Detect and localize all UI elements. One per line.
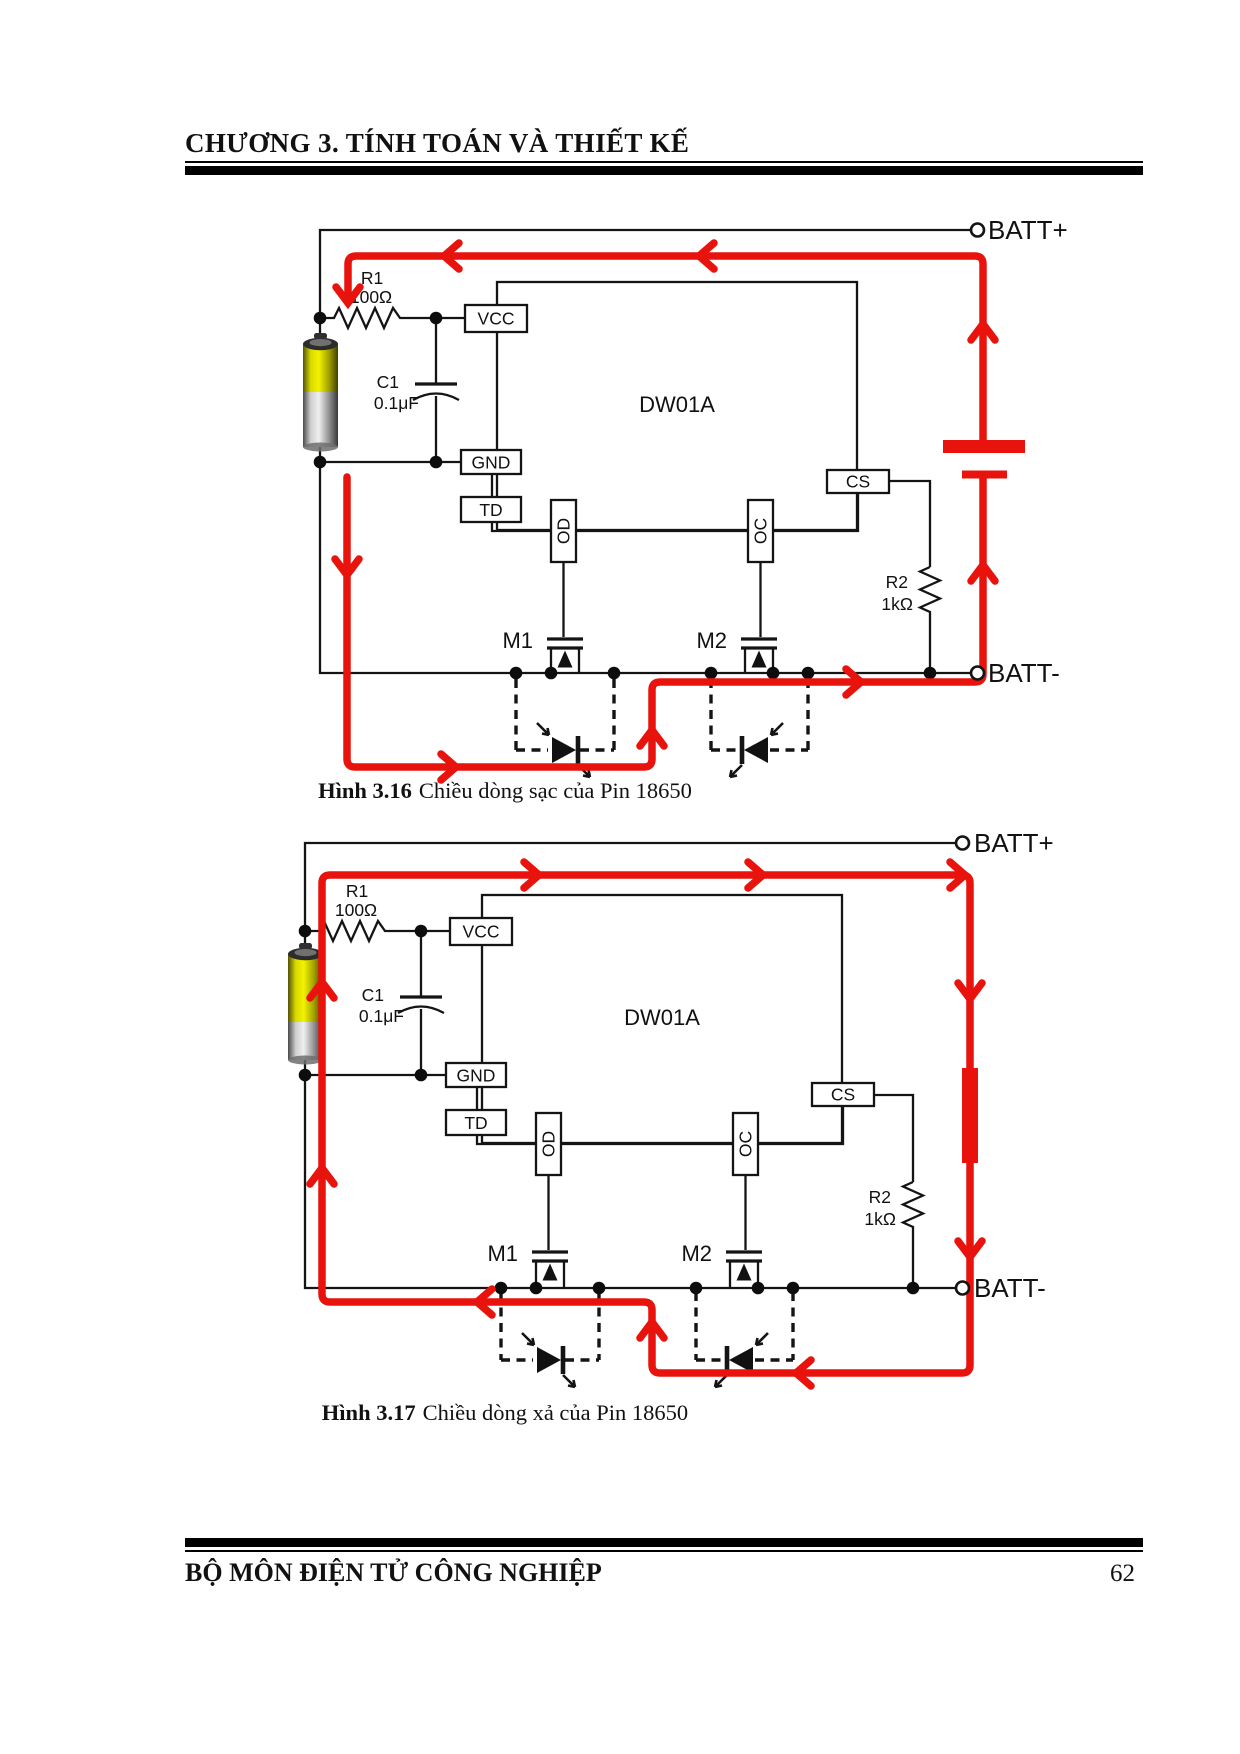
batt-minus-label: BATT- <box>974 1273 1046 1303</box>
pin-box-oc <box>731 1111 760 1177</box>
figure-316-caption-text: Chiều dòng sạc của Pin 18650 <box>418 778 692 803</box>
load-symbol <box>962 1068 978 1163</box>
pin-box-od <box>549 498 578 564</box>
figure-317-circuit: DW01A VCC GND TD OD OC <box>288 828 1054 1390</box>
m2-label: M2 <box>681 1241 712 1266</box>
pin-label-oc: OC <box>736 1131 756 1157</box>
ic-outline <box>480 893 844 1145</box>
batt-minus-label: BATT- <box>988 658 1060 688</box>
pin-box-gnd <box>459 448 523 476</box>
c1-value: 0.1μF <box>374 393 419 413</box>
pin-label-vcc: VCC <box>463 922 500 942</box>
pin-label-oc: OC <box>751 518 771 544</box>
r2-value: 1kΩ <box>864 1209 896 1229</box>
pin-label-td: TD <box>464 1113 487 1133</box>
pin-label-od: OD <box>554 518 574 544</box>
pin-box-od <box>534 1111 563 1177</box>
footer-rule-thick <box>185 1538 1143 1547</box>
figure-317-caption-number: Hình 3.17 <box>321 1400 416 1425</box>
pin-label-vcc: VCC <box>478 309 515 329</box>
m2-body-diode <box>709 679 810 779</box>
pin-label-td: TD <box>479 500 502 520</box>
batt-minus-terminal <box>969 665 986 681</box>
figure-317-caption-text: Chiều dòng xả của Pin 18650 <box>422 1400 689 1425</box>
ic-name-label: DW01A <box>624 1005 700 1030</box>
pin-box-gnd <box>444 1061 508 1089</box>
m1-label: M1 <box>487 1241 518 1266</box>
c1-label: C1 <box>377 372 399 392</box>
r2-label: R2 <box>869 1187 891 1207</box>
r2-value: 1kΩ <box>881 594 913 614</box>
pin-box-vcc <box>448 916 514 947</box>
header-rule-thick <box>185 166 1143 175</box>
m2-body-diode <box>694 1292 795 1389</box>
junction-dots-316 <box>313 311 937 680</box>
pin-box-td <box>459 495 523 524</box>
component-labels-317: R1 100Ω C1 0.1μF R2 1kΩ M1 M2 <box>335 881 896 1266</box>
pin-label-od: OD <box>539 1131 559 1157</box>
pin-label-cs: CS <box>831 1085 855 1105</box>
batt-plus-label: BATT+ <box>974 828 1054 858</box>
pin-label-gnd: GND <box>472 453 511 473</box>
pin-box-vcc <box>463 303 529 334</box>
junction-dots-317 <box>298 924 920 1295</box>
m2-label: M2 <box>696 628 727 653</box>
r2-label: R2 <box>886 572 908 592</box>
r1-label: R1 <box>346 881 368 901</box>
m1-arrow <box>542 1263 558 1281</box>
pin-boxes-316: VCC GND TD OD OC CS <box>459 303 891 564</box>
r1-label: R1 <box>361 268 383 288</box>
battery-cell <box>288 943 323 1065</box>
figure-316-caption-number: Hình 3.16 <box>318 778 412 803</box>
pin-box-oc <box>746 498 775 564</box>
batt-plus-terminal <box>969 222 986 238</box>
pin-label-gnd: GND <box>457 1066 496 1086</box>
charge-current-path <box>331 239 1025 784</box>
footer-rule-thin <box>185 1550 1143 1552</box>
m2-arrow <box>736 1263 752 1281</box>
pin-box-cs <box>810 1081 876 1108</box>
pin-box-td <box>444 1108 508 1137</box>
discharge-current-path <box>306 858 986 1390</box>
page-number: 62 <box>1110 1560 1135 1587</box>
pin-boxes-317: VCC GND TD OD OC CS <box>444 916 876 1177</box>
m1-body-diode <box>514 679 616 779</box>
figure-316-circuit: DW01A VCC GND TD OD OC <box>303 215 1068 784</box>
black-wires-317 <box>303 841 956 1290</box>
c1-label: C1 <box>362 985 384 1005</box>
batt-plus-label: BATT+ <box>988 215 1068 245</box>
m1-label: M1 <box>502 628 533 653</box>
m2-arrow <box>751 650 767 668</box>
pin-label-cs: CS <box>846 472 870 492</box>
discharge-arrowheads <box>306 858 986 1390</box>
m1-arrow <box>557 650 573 668</box>
c1-value: 0.1μF <box>359 1006 404 1026</box>
header-rule-thin <box>185 161 1143 163</box>
batt-minus-terminal <box>954 1280 971 1296</box>
footer-department: BỘ MÔN ĐIỆN TỬ CÔNG NGHIỆP <box>185 1558 602 1587</box>
ic-name-label: DW01A <box>639 392 715 417</box>
chapter-title: CHƯƠNG 3. TÍNH TOÁN VÀ THIẾT KẾ <box>185 128 690 158</box>
m1-body-diode <box>499 1292 601 1389</box>
batt-plus-terminal <box>954 835 971 851</box>
r1-value: 100Ω <box>335 900 377 920</box>
battery-cell <box>303 333 338 452</box>
pin-box-cs <box>825 468 891 495</box>
charge-arrowheads <box>331 239 999 784</box>
black-wires-316 <box>318 228 971 675</box>
ic-outline <box>495 280 859 532</box>
